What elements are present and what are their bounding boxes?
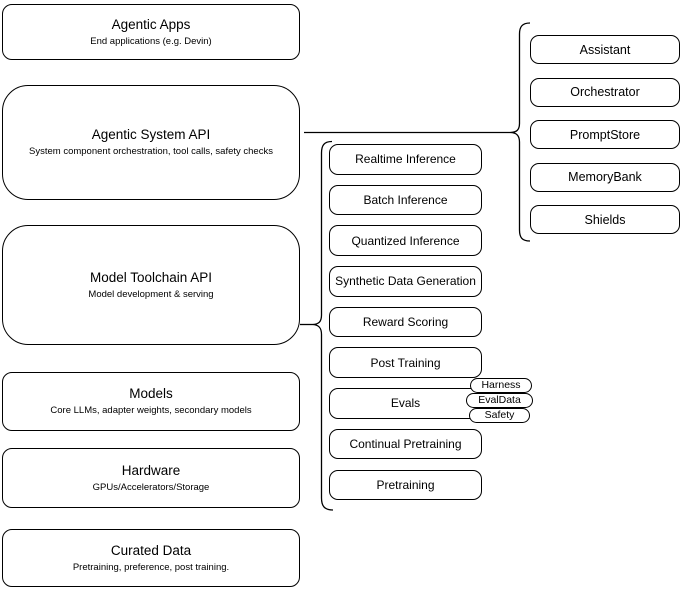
tag-harness: Harness — [470, 378, 532, 393]
node-batch-inference: Batch Inference — [329, 184, 482, 216]
components-column: Assistant Orchestrator PromptStore Memor… — [530, 35, 680, 234]
node-agentic-apps: Agentic Apps End applications (e.g. Devi… — [2, 4, 300, 60]
node-post-training: Post Training — [329, 347, 482, 378]
node-subtitle: Core LLMs, adapter weights, secondary mo… — [50, 405, 252, 416]
tag-safety: Safety — [469, 408, 530, 423]
node-title: Model Toolchain API — [89, 269, 213, 285]
node-hardware: Hardware GPUs/Accelerators/Storage — [2, 448, 300, 508]
node-curated-data: Curated Data Pretraining, preference, po… — [2, 529, 300, 587]
node-synthetic-data-generation: Synthetic Data Generation — [329, 266, 482, 297]
node-title: Models — [129, 386, 173, 401]
node-quantized-inference: Quantized Inference — [329, 225, 482, 256]
node-title: Agentic System API — [91, 127, 211, 142]
node-evals: Evals — [329, 388, 482, 419]
node-memorybank: MemoryBank — [530, 162, 680, 192]
node-continual-pretraining: Continual Pretraining — [329, 428, 482, 460]
node-subtitle: End applications (e.g. Devin) — [90, 35, 212, 47]
node-title: Curated Data — [110, 542, 192, 558]
node-agentic-system-api: Agentic System API System component orch… — [2, 85, 300, 200]
node-promptstore: PromptStore — [530, 120, 680, 149]
node-realtime-inference: Realtime Inference — [329, 144, 482, 175]
node-title: Hardware — [121, 462, 181, 478]
node-subtitle: System component orchestration, tool cal… — [29, 146, 273, 157]
node-shields: Shields — [530, 205, 680, 234]
toolchain-column: Realtime Inference Batch Inference Quant… — [329, 144, 482, 500]
node-subtitle: GPUs/Accelerators/Storage — [92, 481, 210, 493]
node-assistant: Assistant — [530, 35, 680, 64]
node-orchestrator: Orchestrator — [530, 77, 680, 107]
node-subtitle: Model development & serving — [88, 288, 214, 300]
tag-evaldata: EvalData — [466, 393, 533, 408]
node-subtitle: Pretraining, preference, post training. — [72, 561, 230, 573]
node-reward-scoring: Reward Scoring — [329, 306, 482, 338]
node-models: Models Core LLMs, adapter weights, secon… — [2, 372, 300, 431]
node-title: Agentic Apps — [111, 16, 191, 32]
node-model-toolchain-api: Model Toolchain API Model development & … — [2, 225, 300, 345]
components-brace — [509, 22, 531, 242]
node-pretraining: Pretraining — [329, 469, 482, 500]
